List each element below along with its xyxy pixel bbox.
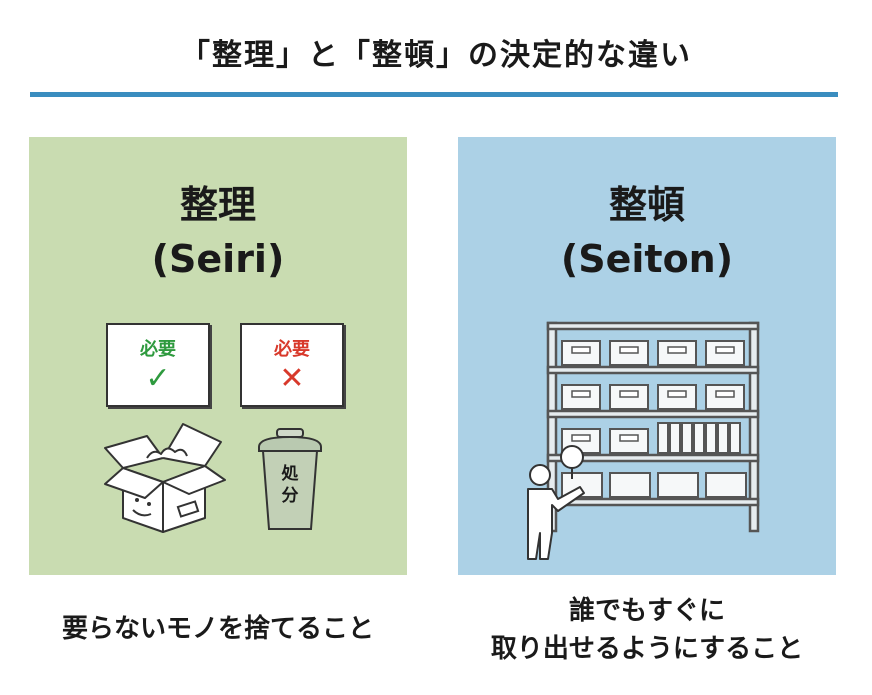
seiri-caption: 要らないモノを捨てること — [61, 614, 374, 644]
seiri-panel: 整理 (Seiri) 必要 ✓ 必要 ✕ 処 分 — [29, 137, 407, 575]
title-divider — [30, 92, 838, 97]
trash-bin-icon — [258, 428, 322, 530]
needed-card: 必要 ✓ — [106, 323, 210, 407]
bin-label-char-2: 分 — [281, 486, 299, 506]
check-icon: ✓ — [145, 361, 171, 396]
seiton-title: 整頓 — [608, 183, 685, 227]
page-title: 「整理」と「整頓」の決定的な違い — [180, 38, 692, 73]
open-box-icon — [104, 423, 226, 533]
seiton-subtitle: (Seiton) — [560, 237, 734, 281]
needed-card-label: 必要 — [140, 339, 176, 360]
seiton-panel: 整頓 (Seiton) — [458, 137, 836, 575]
seiri-subtitle: (Seiri) — [151, 237, 285, 281]
seiton-caption-line-2: 取り出せるようにすること — [490, 634, 804, 664]
seiri-title: 整理 — [179, 183, 256, 227]
seiton-caption-line-1: 誰でもすぐに — [568, 596, 725, 626]
unneeded-card: 必要 ✕ — [240, 323, 344, 407]
person-icon — [527, 445, 585, 560]
cross-icon: ✕ — [279, 361, 305, 396]
bin-label-char-1: 処 — [281, 464, 299, 484]
unneeded-card-label: 必要 — [274, 339, 310, 360]
shelf-icon — [546, 321, 760, 533]
bin-label: 処 分 — [277, 463, 303, 507]
